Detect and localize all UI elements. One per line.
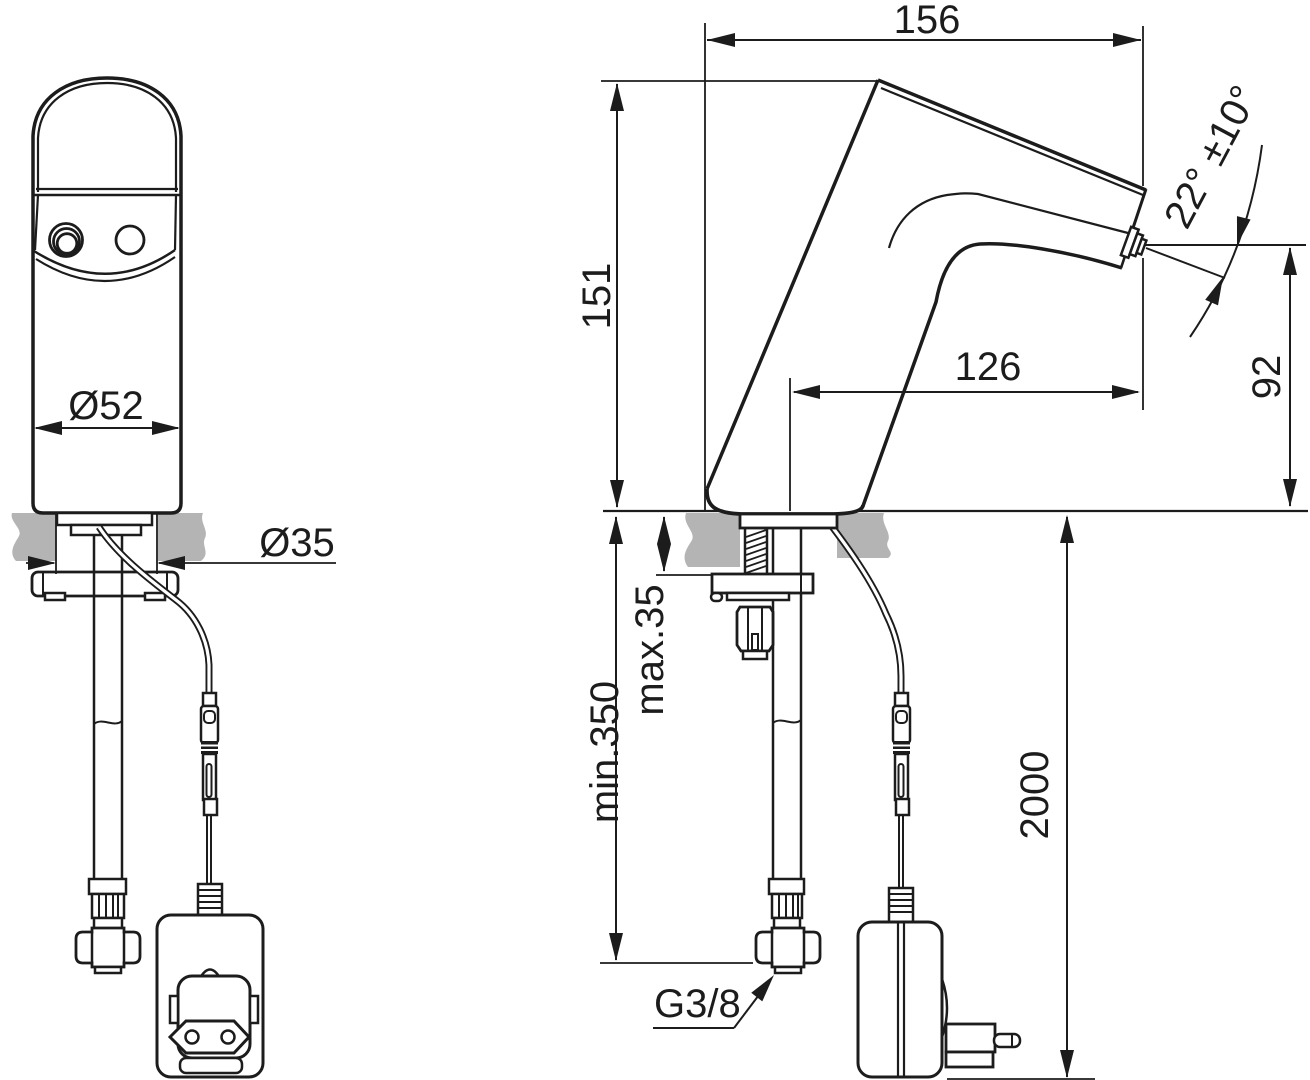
- side-faucet-body: [705, 78, 1149, 516]
- front-power-adapter: [155, 882, 265, 1079]
- dim-label-body-height: 151: [575, 263, 619, 330]
- dim-label-inlet-thread: G3/8: [654, 982, 741, 1026]
- front-mounting: [30, 511, 180, 975]
- dim-outlet-height: 92: [1245, 247, 1297, 507]
- side-mounting: [709, 512, 905, 975]
- dim-label-outlet-height: 92: [1245, 355, 1289, 400]
- dim-projection-width: 156: [707, 0, 1141, 47]
- front-cable: [96, 525, 213, 694]
- dim-label-spout-reach: 126: [955, 345, 1022, 389]
- dim-body-height: 151: [575, 80, 879, 508]
- sensor-button: [48, 222, 84, 258]
- dim-deck-thickness: max.35: [628, 516, 712, 716]
- dim-label-hose-length: min.350: [583, 681, 627, 823]
- dim-body-diameter: Ø52: [34, 384, 180, 435]
- front-cable-connector: [199, 691, 220, 886]
- side-view: 156 151 22° ±10° 92: [575, 0, 1308, 1080]
- dim-label-hole-diameter: Ø35: [259, 521, 335, 565]
- front-counter-slab: [11, 513, 206, 561]
- dim-spout-reach: 126: [789, 345, 1140, 511]
- dim-label-deck-thickness: max.35: [628, 584, 672, 715]
- front-view: Ø52: [11, 76, 336, 1079]
- aerator: [1119, 225, 1149, 260]
- dim-label-cable-length: 2000: [1013, 751, 1057, 840]
- thread-hatch: [745, 529, 767, 574]
- label-inlet-thread: G3/8: [653, 975, 774, 1029]
- dim-label-projection-width: 156: [894, 0, 961, 42]
- dim-label-spout-angle: 22° ±10°: [1156, 79, 1267, 236]
- front-faucet-body: [31, 76, 183, 515]
- sensor-window: [114, 224, 146, 256]
- front-escutcheon: [30, 570, 180, 602]
- dim-hole-diameter: Ø35: [26, 514, 336, 574]
- side-cable-connector: [891, 691, 912, 888]
- dim-spout-angle: 22° ±10°: [1145, 79, 1306, 338]
- front-hose-nut: [74, 877, 142, 975]
- dim-hose-length: min.350: [583, 516, 753, 964]
- dim-label-body-diameter: Ø52: [68, 384, 144, 428]
- side-power-adapter: [856, 886, 1022, 1079]
- dim-cable-length: 2000: [947, 515, 1095, 1080]
- plug-face: [167, 1019, 252, 1055]
- side-hose-nut: [754, 877, 822, 975]
